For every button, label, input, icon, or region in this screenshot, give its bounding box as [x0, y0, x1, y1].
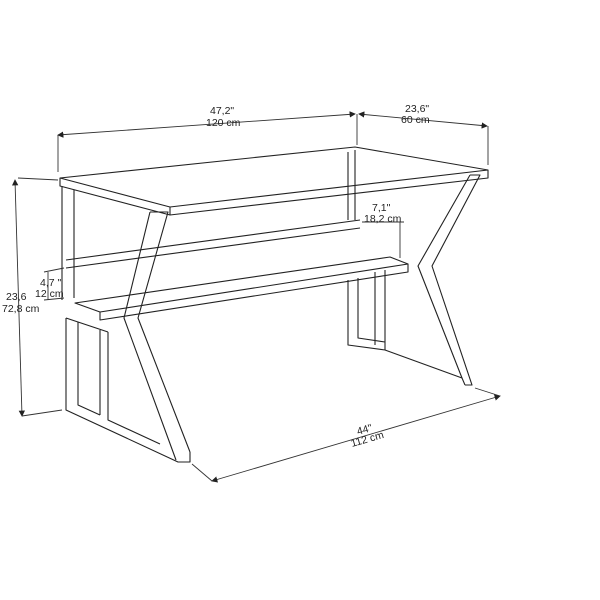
- shelf-height-inch-label: 4,7 ": [40, 277, 62, 289]
- dimension-depth: [358, 111, 489, 165]
- shelf-height-cm-label: 12 cm: [35, 288, 64, 300]
- tabletop: [59, 146, 489, 216]
- dimension-base: [191, 387, 501, 483]
- left-frame: [61, 186, 191, 463]
- dimension-width: [57, 111, 358, 172]
- left-z-leg: [123, 211, 191, 461]
- dimension-height: [12, 177, 63, 417]
- base-inch-label: 44": [356, 422, 374, 438]
- width-cm-label: 120 cm: [206, 117, 241, 129]
- depth-cm-label: 60 cm: [401, 114, 430, 126]
- height-inch-label: 23,6: [6, 291, 27, 303]
- right-z-leg: [384, 174, 481, 386]
- shelf: [65, 219, 409, 321]
- width-inch-label: 47,2": [210, 105, 234, 117]
- shelf-gap-inch-label: 7,1": [372, 202, 391, 214]
- shelf-gap-cm-label: 18,2 cm: [364, 213, 402, 225]
- depth-inch-label: 23,6": [405, 103, 429, 115]
- dimension-shelf-gap: [362, 221, 404, 258]
- dimension-shelf-height: [43, 267, 65, 301]
- height-cm-label: 72,8 cm: [2, 303, 40, 315]
- back-frame: [347, 150, 386, 351]
